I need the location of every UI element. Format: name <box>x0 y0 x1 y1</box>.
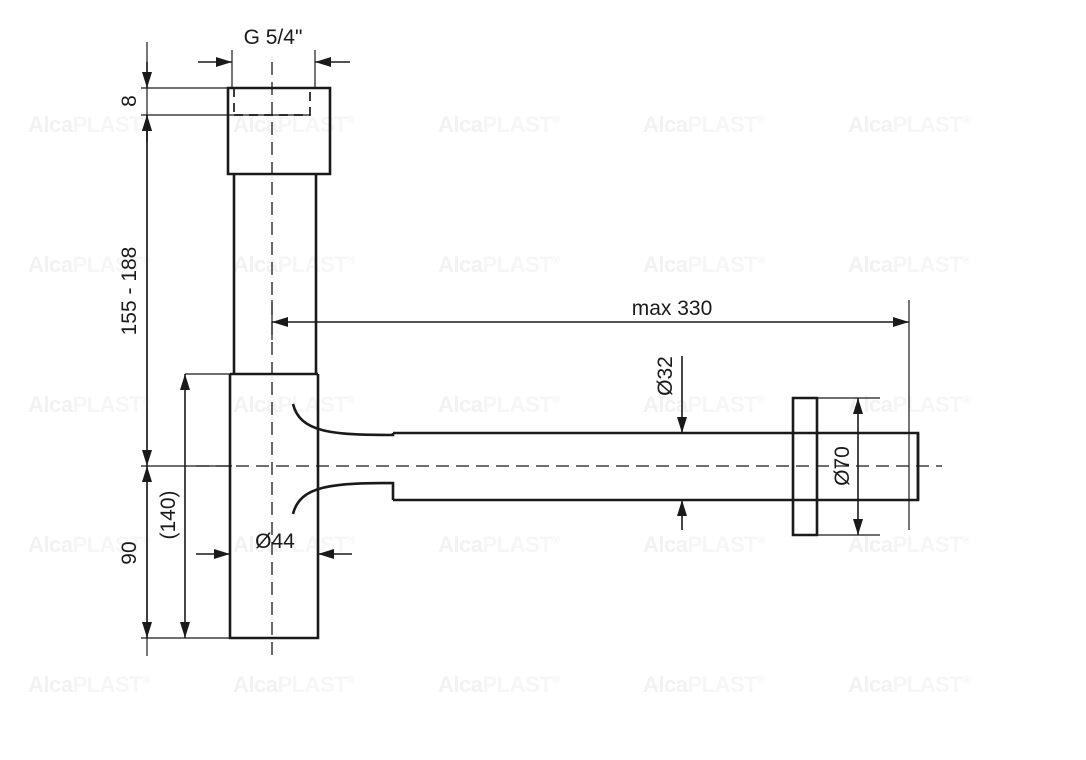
label-body-diameter: Ø44 <box>255 530 295 553</box>
extension-lines <box>141 42 910 656</box>
label-escutcheon-diameter: Ø70 <box>831 446 854 486</box>
centre-lines <box>196 62 942 656</box>
label-inlet-range: 155 - 188 <box>118 247 141 336</box>
trap-body-outline <box>228 374 320 640</box>
label-thread: G 5/4" <box>244 26 303 49</box>
part-outlines <box>226 86 920 640</box>
outlet-bulb-top <box>291 403 395 437</box>
label-total-height: (140) <box>157 490 180 539</box>
top-cap-outline <box>226 86 332 176</box>
outlet-bulb-bottom <box>291 481 395 515</box>
label-reach: max 330 <box>632 297 713 320</box>
dimension-lines <box>142 57 909 638</box>
label-outlet-height: 90 <box>118 541 141 564</box>
inlet-tube-outline <box>232 174 318 374</box>
label-gasket-height: 8 <box>118 95 141 107</box>
dimension-labels: G 5/4" 8 155 - 188 90 (140) Ø44 max 330 … <box>118 26 854 565</box>
label-outlet-pipe-diameter: Ø32 <box>654 356 677 396</box>
